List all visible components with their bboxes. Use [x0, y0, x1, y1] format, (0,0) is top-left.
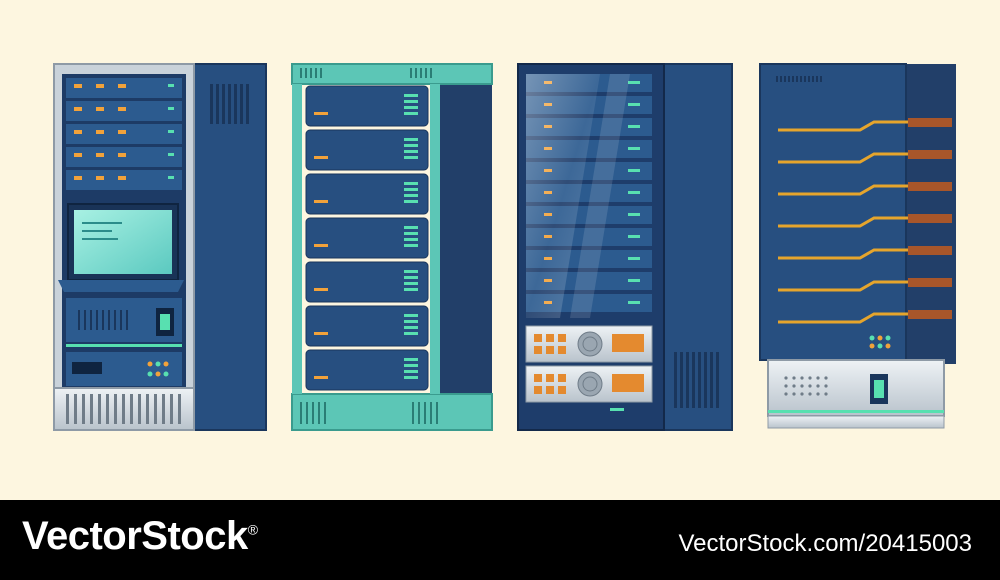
registered-mark: ®	[247, 521, 258, 538]
illustration	[53, 63, 956, 431]
server-units	[305, 85, 429, 391]
server-rack-4	[759, 63, 956, 429]
server-rack-3	[517, 63, 733, 431]
power-outlet-panel	[525, 325, 653, 403]
watermark-footer: VectorStock® VectorStock.com/20415003	[0, 500, 1000, 580]
fingerprint-reader-icon	[870, 374, 888, 404]
gold-stripe-panel	[778, 118, 952, 324]
status-lights-icon	[147, 361, 169, 377]
brand-name: VectorStock	[22, 514, 248, 558]
server-rack-2	[291, 63, 493, 431]
fingerprint-reader-icon	[156, 308, 174, 336]
drive-bays	[66, 78, 182, 190]
side-vent-icon	[210, 84, 249, 124]
vectorstock-logo: VectorStock®	[22, 514, 258, 559]
fan-icon	[577, 331, 603, 397]
server-rack-1	[53, 63, 267, 431]
stock-id: VectorStock.com/20415003	[678, 530, 972, 557]
side-vent-icon	[674, 352, 719, 408]
status-lights-icon	[869, 335, 891, 349]
monitor-icon	[58, 203, 184, 292]
